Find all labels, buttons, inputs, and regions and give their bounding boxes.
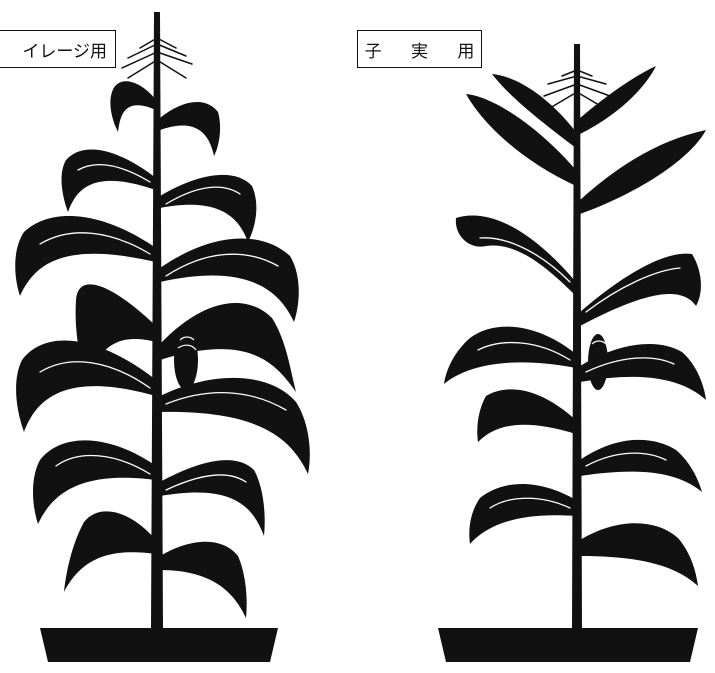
grain-leaf [466, 94, 576, 186]
grain-leaf [469, 484, 576, 544]
silage-leaf [64, 511, 156, 592]
grain-corn-plant [420, 0, 715, 673]
silage-leaf [15, 216, 156, 296]
grain-leaf [580, 440, 702, 492]
silage-leaf [160, 175, 256, 242]
silage-leaf [62, 150, 156, 212]
grain-leaf [477, 389, 576, 442]
grain-leaf [580, 254, 701, 326]
silage-leaf [16, 341, 156, 432]
silage-ear [174, 330, 198, 390]
grain-leaf [444, 327, 576, 384]
grain-leaf [580, 130, 706, 214]
silage-leaf [160, 102, 220, 156]
silage-leaf [110, 81, 156, 132]
grain-pot [438, 628, 698, 662]
silage-leaf [160, 542, 247, 618]
grain-leaf [456, 216, 576, 296]
silage-corn-plant [0, 0, 330, 673]
silage-pot [40, 628, 278, 662]
grain-leaf [580, 523, 698, 586]
silage-leaf [33, 440, 156, 524]
silage-leaf [160, 460, 265, 536]
silage-leaf [160, 378, 310, 474]
